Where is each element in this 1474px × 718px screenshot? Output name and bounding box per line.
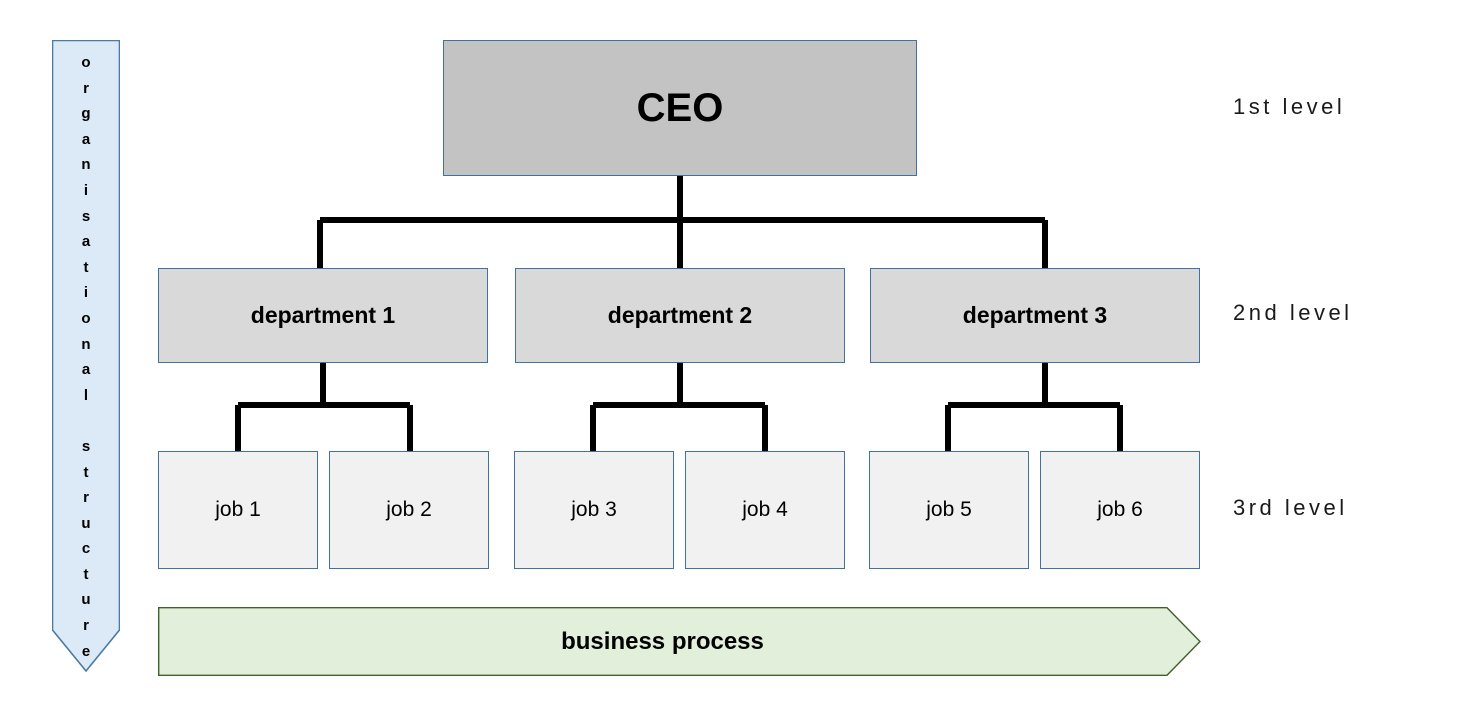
node-department-2-label: department 2	[607, 302, 753, 328]
node-job-6-label: job 6	[1097, 498, 1143, 521]
node-job-3-label: job 3	[571, 498, 617, 521]
node-department-2[interactable]: department 2	[515, 268, 845, 363]
level-label-3rd: 3rd level	[1233, 495, 1348, 520]
level-label-2nd: 2nd level	[1233, 300, 1353, 325]
business-process-label: business process	[561, 627, 764, 655]
business-process-arrow[interactable]: business process	[158, 607, 1201, 676]
node-job-2-label: job 2	[386, 498, 432, 521]
node-department-3[interactable]: department 3	[870, 268, 1200, 363]
level-label-1st: 1st level	[1233, 94, 1346, 119]
organisational-structure-label: o r g a n i s a t i o n a l s t r u c t …	[81, 54, 91, 660]
node-job-1-label: job 1	[215, 498, 261, 521]
node-department-1-label: department 1	[250, 302, 396, 328]
node-department-3-label: department 3	[962, 302, 1108, 328]
node-job-4-label: job 4	[742, 498, 788, 521]
arrow-right-shape-icon	[158, 607, 1201, 676]
node-job-1[interactable]: job 1	[158, 451, 318, 569]
node-job-6[interactable]: job 6	[1040, 451, 1200, 569]
node-ceo-label: CEO	[636, 85, 724, 130]
node-job-2[interactable]: job 2	[329, 451, 489, 569]
node-job-5[interactable]: job 5	[869, 451, 1029, 569]
node-department-1[interactable]: department 1	[158, 268, 488, 363]
node-job-5-label: job 5	[926, 498, 972, 521]
arrow-down-shape-icon	[52, 40, 120, 672]
node-job-4[interactable]: job 4	[685, 451, 845, 569]
node-ceo[interactable]: CEO	[443, 40, 917, 176]
node-job-3[interactable]: job 3	[514, 451, 674, 569]
organisational-structure-arrow: o r g a n i s a t i o n a l s t r u c t …	[52, 40, 120, 672]
